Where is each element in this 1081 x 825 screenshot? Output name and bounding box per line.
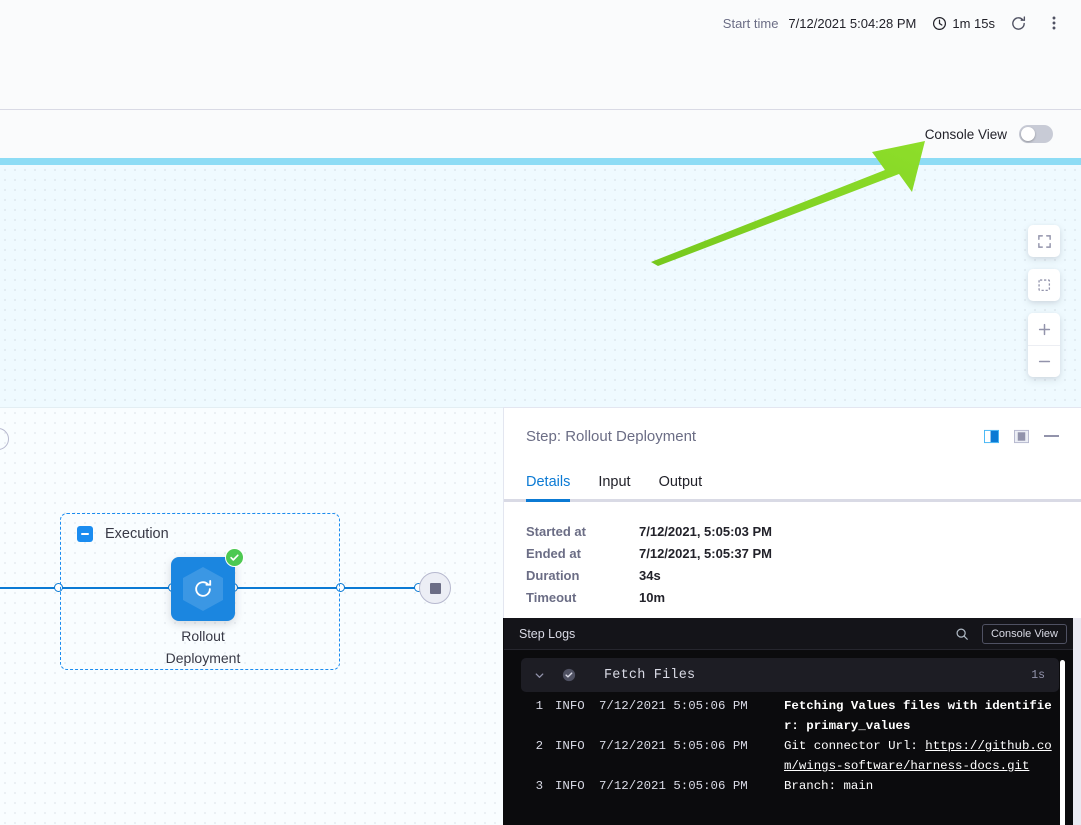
- step-panel-title: Step: Rollout Deployment: [526, 428, 696, 445]
- log-line-number: 1: [521, 696, 543, 716]
- log-line-level: INFO: [543, 696, 599, 716]
- start-time-value: 7/12/2021 5:04:28 PM: [788, 16, 916, 31]
- execution-group-label: Execution: [105, 526, 169, 542]
- zoom-out-button[interactable]: [1028, 345, 1060, 377]
- log-section-duration: 1s: [1031, 669, 1045, 682]
- minus-square-icon[interactable]: [77, 526, 93, 542]
- rollout-refresh-icon: [192, 578, 214, 600]
- zoom-in-button[interactable]: [1028, 313, 1060, 345]
- step-label-line2: Deployment: [143, 647, 263, 669]
- detail-value: 34s: [639, 568, 661, 583]
- duration-value: 1m 15s: [952, 16, 995, 31]
- detail-key: Timeout: [526, 590, 639, 605]
- console-view-label: Console View: [925, 127, 1007, 142]
- zoom-stack: [1028, 313, 1060, 377]
- log-line: 3 INFO 7/12/2021 5:05:06 PM Branch: main: [521, 776, 1057, 796]
- log-line: 2 INFO 7/12/2021 5:05:06 PM Git connecto…: [521, 736, 1057, 776]
- console-view-toggle[interactable]: [1019, 125, 1053, 143]
- detail-row: Ended at 7/12/2021, 5:05:37 PM: [526, 546, 1059, 561]
- log-line-message: Fetching Values files with identifier: p…: [784, 696, 1057, 736]
- step-logs-header: Step Logs Console View: [504, 618, 1081, 650]
- end-node[interactable]: [419, 572, 451, 604]
- step-node-label: Rollout Deployment: [143, 625, 263, 669]
- status-badge-success: [225, 548, 244, 567]
- pipeline-graph: Execution Rollout Deployment: [0, 0, 503, 825]
- select-area-button[interactable]: [1028, 269, 1060, 301]
- duration-group: 1m 15s: [932, 16, 995, 31]
- execution-group-header[interactable]: Execution: [77, 526, 169, 542]
- chevron-down-icon[interactable]: [533, 669, 546, 682]
- layout-left-icon[interactable]: [984, 429, 999, 444]
- fit-to-screen-button[interactable]: [1028, 225, 1060, 257]
- detail-row: Timeout 10m: [526, 590, 1059, 605]
- detail-value: 7/12/2021, 5:05:37 PM: [639, 546, 772, 561]
- layout-bottom-icon[interactable]: [1014, 429, 1029, 444]
- detail-row: Duration 34s: [526, 568, 1059, 583]
- toggle-knob: [1021, 127, 1035, 141]
- log-line-timestamp: 7/12/2021 5:05:06 PM: [599, 776, 784, 796]
- incoming-node-stub: [0, 428, 9, 450]
- log-section-name: Fetch Files: [604, 668, 695, 683]
- step-panel-actions: [984, 429, 1059, 444]
- log-line-number: 2: [521, 736, 543, 756]
- clock-icon: [932, 16, 947, 31]
- log-line-timestamp: 7/12/2021 5:05:06 PM: [599, 736, 784, 756]
- detail-key: Ended at: [526, 546, 639, 561]
- logs-console-view-button[interactable]: Console View: [982, 624, 1067, 644]
- log-section-fetch-files[interactable]: Fetch Files 1s: [521, 658, 1059, 692]
- step-panel-header: Step: Rollout Deployment: [504, 408, 1081, 464]
- log-line-level: INFO: [543, 776, 599, 796]
- log-line-message: Git connector Url: https://github.com/wi…: [784, 736, 1057, 776]
- step-label-line1: Rollout: [143, 625, 263, 647]
- canvas-zoom-controls: [1028, 225, 1060, 377]
- search-icon[interactable]: [955, 627, 969, 641]
- log-line-timestamp: 7/12/2021 5:05:06 PM: [599, 696, 784, 716]
- log-scrollbar[interactable]: [1060, 660, 1065, 825]
- execution-meta: Start time 7/12/2021 5:04:28 PM 1m 15s: [723, 8, 1067, 38]
- refresh-icon[interactable]: [1005, 10, 1031, 36]
- tab-details[interactable]: Details: [526, 474, 584, 499]
- console-view-control[interactable]: Console View: [925, 125, 1053, 143]
- minimize-icon[interactable]: [1044, 435, 1059, 437]
- log-line-level: INFO: [543, 736, 599, 756]
- log-line-number: 3: [521, 776, 543, 796]
- tab-output[interactable]: Output: [645, 474, 717, 499]
- step-logs-body[interactable]: Fetch Files 1s 1 INFO 7/12/2021 5:05:06 …: [504, 650, 1081, 825]
- step-logs-title: Step Logs: [519, 627, 575, 641]
- log-line-message-text: Git connector Url:: [784, 739, 925, 753]
- page-right-gutter: [1073, 618, 1081, 825]
- step-node-rollout-deployment[interactable]: [171, 557, 235, 621]
- detail-row: Started at 7/12/2021, 5:05:03 PM: [526, 524, 1059, 539]
- step-logs-actions: Console View: [955, 624, 1067, 644]
- tab-input[interactable]: Input: [584, 474, 644, 499]
- step-panel-tabs: Details Input Output: [504, 464, 1081, 502]
- detail-key: Duration: [526, 568, 639, 583]
- log-line: 1 INFO 7/12/2021 5:05:06 PM Fetching Val…: [521, 696, 1057, 736]
- stop-square-icon: [430, 583, 441, 594]
- log-line-message: Branch: main: [784, 776, 1057, 796]
- detail-value: 10m: [639, 590, 665, 605]
- detail-key: Started at: [526, 524, 639, 539]
- detail-value: 7/12/2021, 5:05:03 PM: [639, 524, 772, 539]
- log-lines: 1 INFO 7/12/2021 5:05:06 PM Fetching Val…: [521, 692, 1057, 796]
- check-circle-icon: [562, 668, 576, 682]
- more-vertical-icon[interactable]: [1041, 10, 1067, 36]
- step-logs-console: Step Logs Console View: [503, 618, 1081, 825]
- start-time-label: Start time: [723, 16, 779, 31]
